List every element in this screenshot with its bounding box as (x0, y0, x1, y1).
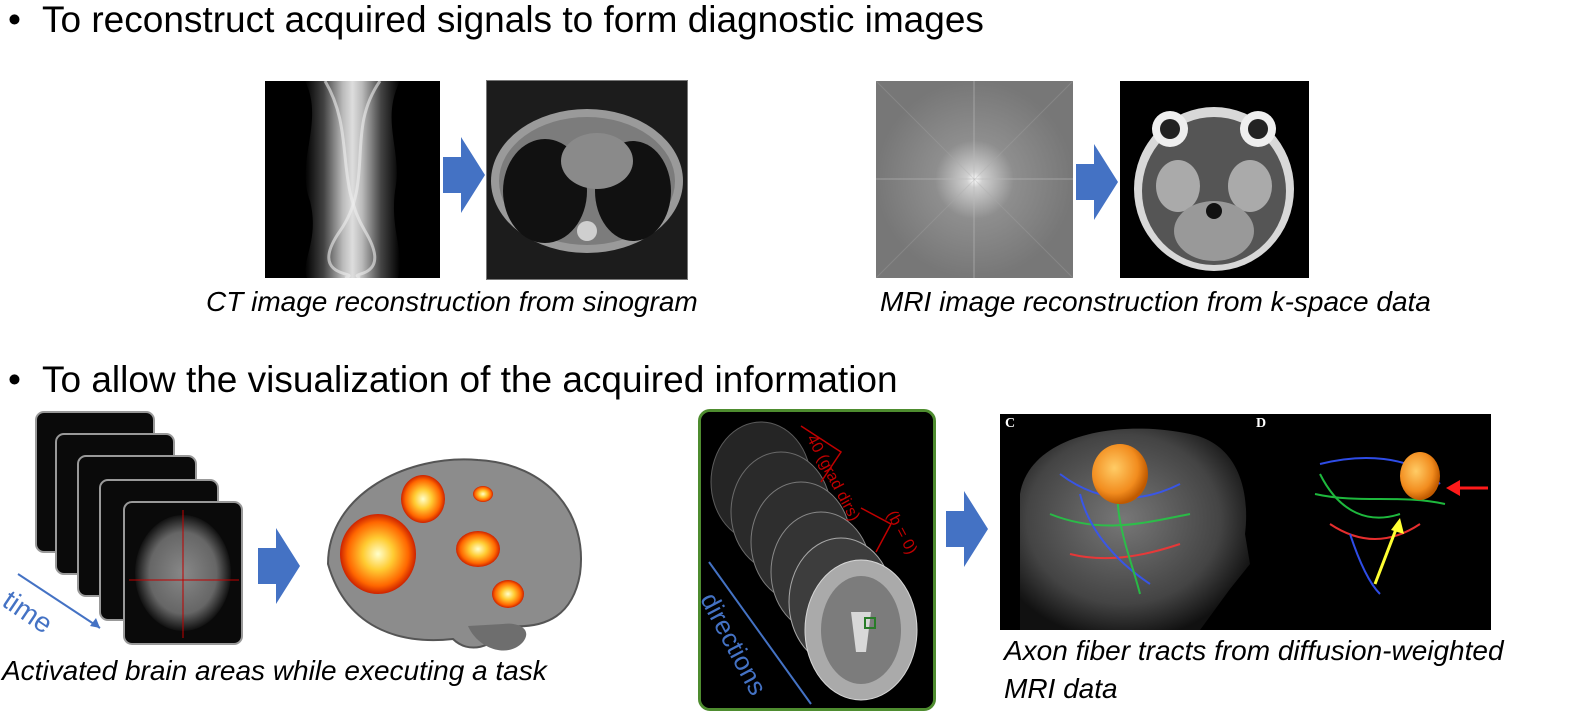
ct-sinogram-image (265, 81, 440, 278)
bullet-text: To allow the visualization of the acquir… (42, 359, 898, 400)
caption-ct: CT image reconstruction from sinogram (206, 286, 698, 317)
arrow-right-icon (258, 528, 300, 604)
fmri-time-stack (34, 410, 244, 646)
arrow-right-icon (443, 137, 485, 213)
bullet-reconstruct: • To reconstruct acquired signals to form… (8, 0, 984, 42)
arrow-right-icon (946, 491, 988, 567)
caption-mri: MRI image reconstruction from k-space da… (880, 286, 1431, 317)
arrow-right-icon (1076, 144, 1118, 220)
caption-dti-line2: MRI data (1004, 673, 1118, 704)
mri-brain-image (1120, 81, 1309, 278)
bullet-dot: • (8, 359, 21, 400)
fmri-brain-render (318, 454, 592, 660)
mri-kspace-image (876, 81, 1073, 278)
caption-fmri: Activated brain areas while executing a … (2, 655, 547, 686)
time-arrow (14, 570, 114, 640)
dti-tractography-image (1000, 414, 1491, 630)
bullet-visualize: • To allow the visualization of the acqui… (8, 358, 898, 402)
dwi-directions-stack (698, 409, 936, 711)
ct-chest-image (486, 80, 688, 280)
bullet-dot: • (8, 0, 21, 40)
panel-c-label: C (1005, 416, 1016, 431)
panel-d-label: D (1256, 416, 1267, 431)
bullet-text: To reconstruct acquired signals to form … (42, 0, 984, 40)
caption-dti-line1: Axon fiber tracts from diffusion-weighte… (1004, 635, 1504, 666)
